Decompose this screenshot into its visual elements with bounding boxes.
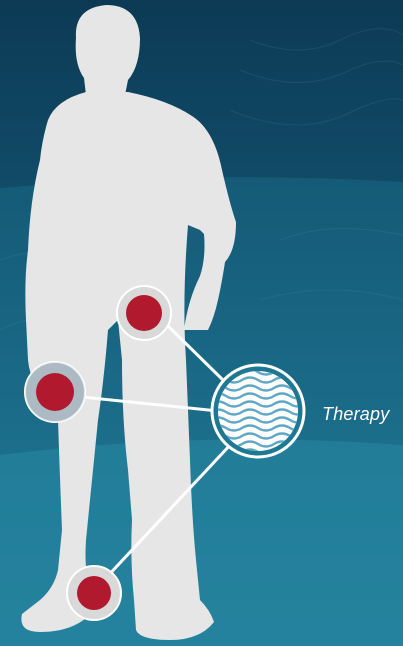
hip-marker xyxy=(117,286,171,340)
pain-point-icon xyxy=(77,576,111,610)
ankle-marker xyxy=(67,566,121,620)
hand-marker xyxy=(25,362,85,422)
therapy-hub xyxy=(210,365,306,457)
therapy-label: Therapy xyxy=(322,404,389,425)
pain-point-icon xyxy=(126,295,162,331)
pain-point-icon xyxy=(36,373,74,411)
